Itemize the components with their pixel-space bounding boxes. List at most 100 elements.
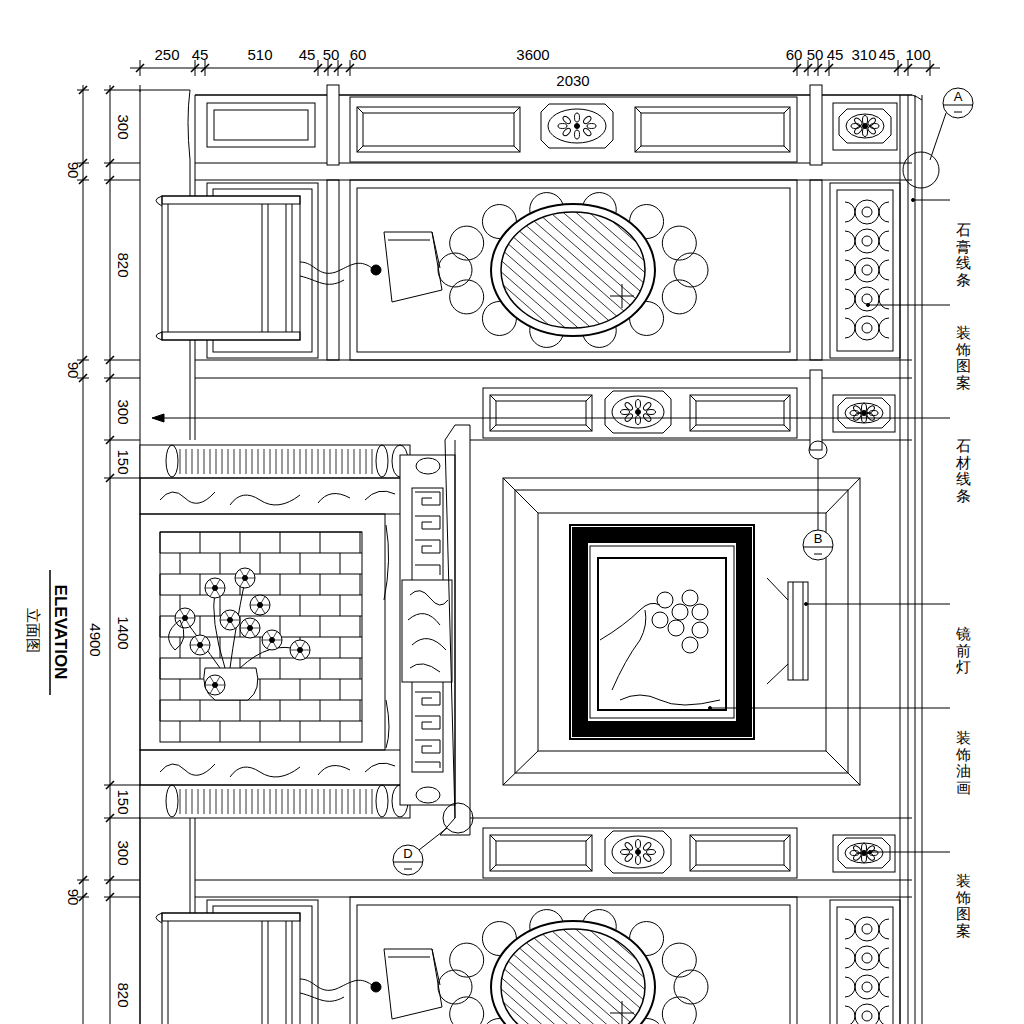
dimension-text: 150	[116, 789, 131, 814]
ornament-ring	[862, 953, 872, 963]
lattice-bar	[240, 532, 241, 553]
dimension-tick	[106, 876, 114, 884]
flute-line	[216, 789, 217, 814]
lattice-bar	[280, 532, 281, 553]
panel-outline	[350, 180, 797, 360]
hatch-line	[263, 917, 423, 1024]
marble-vein	[160, 491, 395, 505]
dimension-tick	[136, 64, 144, 72]
flower-head	[205, 578, 225, 598]
dimension-lines	[50, 60, 940, 1024]
lattice-bar	[160, 658, 362, 659]
lattice-bar	[200, 658, 201, 679]
flute-line	[324, 449, 325, 474]
section-mark	[943, 88, 973, 118]
medallion-oval	[612, 396, 664, 428]
lattice-bar	[260, 553, 261, 574]
flute-line	[240, 449, 241, 474]
lattice-bar	[320, 700, 321, 721]
lattice-screen	[160, 532, 362, 742]
flower-center	[243, 576, 248, 581]
flower-center	[248, 626, 253, 631]
rosette-petal	[866, 845, 876, 855]
lantern-cap	[156, 196, 162, 340]
dimension-tick	[79, 876, 87, 884]
flower-center	[213, 586, 218, 591]
medallion-frame	[839, 109, 891, 143]
flute-line	[336, 449, 337, 474]
lattice-bar	[360, 616, 361, 637]
wall-line	[490, 835, 496, 841]
lantern-frame	[262, 204, 263, 332]
rosette-petal	[636, 840, 641, 849]
dimension-tick	[201, 64, 209, 72]
dimension-tick	[793, 64, 801, 72]
dimension-text: 300	[116, 114, 131, 139]
flute-line	[210, 789, 211, 814]
medallion-oval	[845, 403, 883, 423]
lantern-frame	[262, 921, 263, 1024]
flower-head	[290, 640, 310, 660]
lattice-bar	[160, 637, 362, 638]
pilaster	[810, 370, 822, 450]
ornament-ring	[855, 975, 879, 999]
wall-line	[690, 865, 696, 871]
lattice-bar	[280, 700, 281, 721]
hatch-line	[523, 200, 683, 340]
mirror-hatch	[263, 917, 878, 1024]
flower-head	[262, 630, 282, 650]
mirror-lamp	[793, 582, 794, 680]
hatch-line	[705, 917, 865, 1024]
dimension-tick	[106, 374, 114, 382]
hatch-line	[497, 200, 657, 340]
wall-line	[826, 478, 860, 513]
wall-line	[586, 835, 592, 841]
lattice-bar	[320, 574, 321, 595]
lattice-bar	[320, 616, 321, 637]
dimension-text: 1400	[116, 616, 131, 649]
ornament-ring	[855, 946, 879, 970]
lantern-cap	[162, 196, 300, 204]
wall-line	[767, 664, 788, 684]
wall-line	[784, 146, 790, 152]
top-frieze	[207, 97, 897, 162]
ornament-ring	[662, 943, 696, 977]
ornament-ring	[862, 982, 872, 992]
mirror-oval	[501, 929, 645, 1024]
panel-outline	[833, 395, 895, 432]
leader-lines	[152, 88, 973, 875]
ornament-ring	[862, 924, 872, 934]
ornament-ring	[855, 200, 879, 224]
hatch-line	[679, 200, 839, 340]
flute-line	[222, 449, 223, 474]
flute-line	[354, 789, 355, 814]
wall-line	[635, 146, 641, 152]
lamp-shade	[384, 232, 442, 302]
ornament-ring	[862, 294, 872, 304]
dimension-tick	[79, 86, 87, 94]
hatch-line	[432, 917, 592, 1024]
dimension-tick	[324, 64, 332, 72]
leader-line	[158, 418, 950, 419]
dimension-tick	[804, 64, 812, 72]
section-mark	[803, 530, 833, 560]
dimension-text: 510	[247, 47, 272, 62]
lattice-bar	[280, 658, 281, 679]
flower-center	[213, 683, 218, 688]
lantern-frame	[286, 921, 287, 1024]
lantern-frame	[168, 204, 169, 332]
oil-painting	[598, 558, 726, 710]
rosette-petal	[642, 853, 652, 863]
hatch-line	[523, 917, 683, 1024]
panel-outline	[837, 907, 893, 1024]
wall-line	[195, 378, 912, 379]
marble-beam	[140, 750, 402, 785]
flute-line	[306, 789, 307, 814]
marble-vein	[384, 525, 389, 748]
lattice-bar	[160, 700, 362, 701]
flute-line	[186, 789, 187, 814]
center-mark	[622, 1001, 623, 1024]
hatch-line	[614, 200, 774, 340]
callout-note: 装饰油画	[956, 730, 971, 796]
stone-molding	[915, 95, 916, 1024]
